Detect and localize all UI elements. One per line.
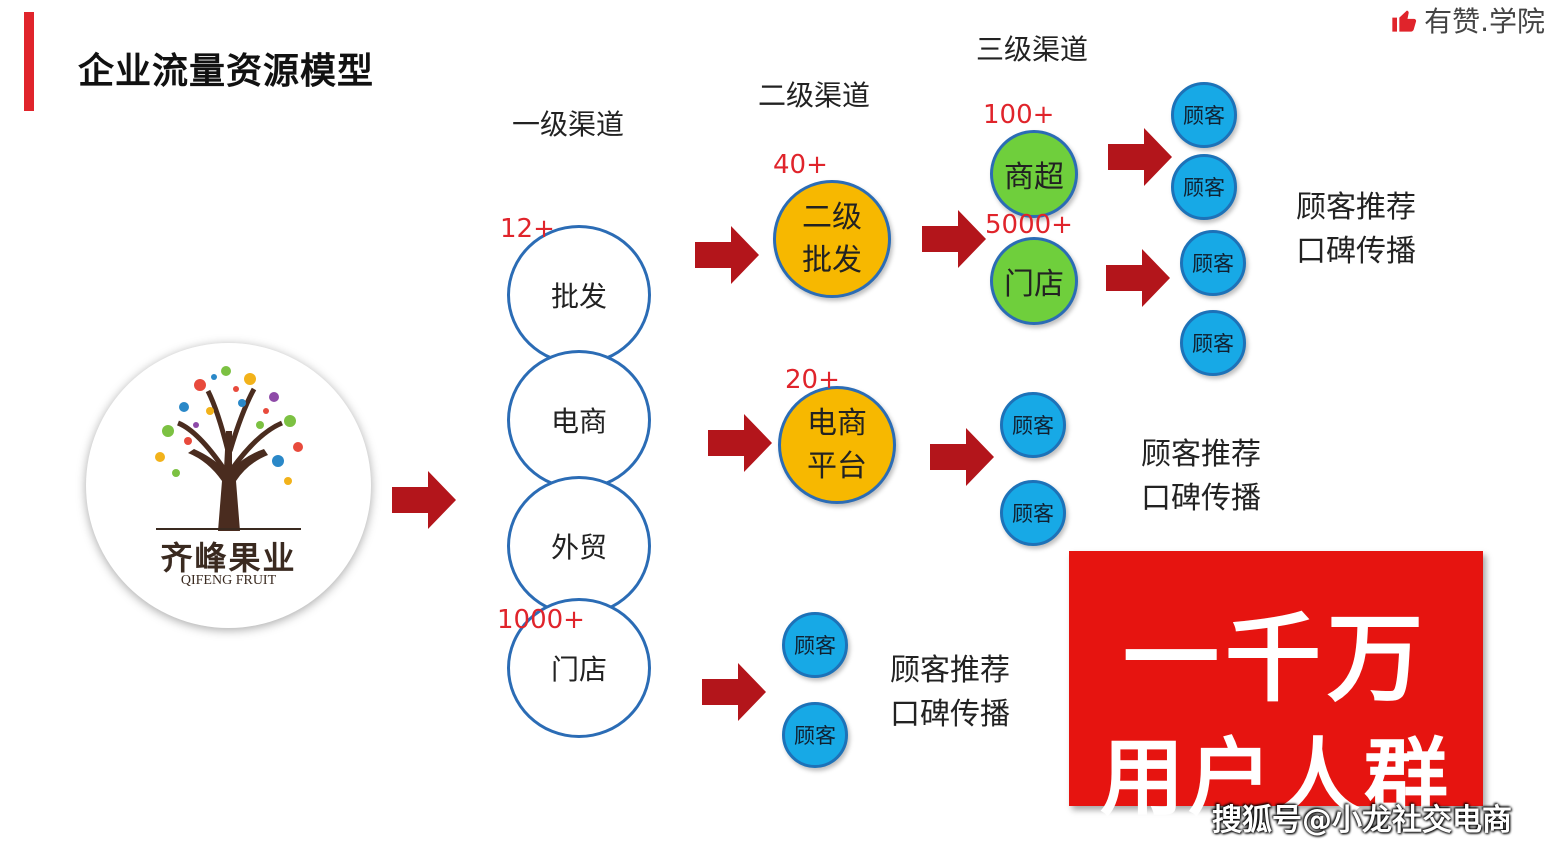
note-line1: 顾客推荐 xyxy=(890,653,1010,688)
count-ecommerce-platform: 20+ xyxy=(785,365,840,395)
count-supermarket: 100+ xyxy=(983,100,1055,130)
note-line2: 口碑传播 xyxy=(890,696,1010,732)
node-label-line2: 批发 xyxy=(802,243,862,278)
referral-note: 顾客推荐 口碑传播 xyxy=(890,649,1010,736)
note-line2: 口碑传播 xyxy=(1141,480,1261,516)
count-level3-store: 5000+ xyxy=(985,210,1073,240)
customer-label: 顾客 xyxy=(1192,332,1234,356)
customer-bubble: 顾客 xyxy=(1000,480,1066,546)
logo-divider xyxy=(156,528,301,530)
customer-label: 顾客 xyxy=(794,724,836,748)
logo-name-cn: 齐峰果业 xyxy=(160,539,297,577)
thumbs-up-icon xyxy=(1392,10,1417,32)
arrow-store-to-customers xyxy=(702,663,766,721)
customer-bubble: 顾客 xyxy=(1180,230,1246,296)
customer-bubble: 顾客 xyxy=(782,702,848,768)
page-title: 企业流量资源模型 xyxy=(78,51,375,92)
level1-label: 一级渠道 xyxy=(512,108,625,141)
arrow-supermarket-to-customers xyxy=(1108,128,1172,186)
node-label: 门店 xyxy=(1004,267,1064,302)
brand-name: 有赞.学院 xyxy=(1424,5,1545,38)
node-label: 电商 xyxy=(550,405,607,438)
note-line2: 口碑传播 xyxy=(1296,233,1416,269)
level2-node-ecommerce-platform: 电商平台 xyxy=(778,386,896,504)
source-watermark: 搜狐号@小龙社交电商 xyxy=(1212,803,1512,838)
level1-node-ecommerce: 电商 xyxy=(507,350,651,490)
customer-bubble: 顾客 xyxy=(782,612,848,678)
arrow-level3-store-to-customers xyxy=(1106,249,1170,307)
customer-label: 顾客 xyxy=(794,634,836,658)
note-line1: 顾客推荐 xyxy=(1141,437,1261,472)
title-accent-bar xyxy=(24,12,34,111)
arrow-wholesale-to-level2 xyxy=(695,226,759,284)
level2-node-secondary-wholesale: 二级批发 xyxy=(773,180,891,298)
node-label: 批发 xyxy=(550,280,607,313)
customer-bubble: 顾客 xyxy=(1180,310,1246,376)
level1-node-foreign-trade: 外贸 xyxy=(507,476,651,616)
highlight-line1: 一千万 xyxy=(1123,603,1429,715)
customer-bubble: 顾客 xyxy=(1171,82,1237,148)
customer-bubble: 顾客 xyxy=(1171,154,1237,220)
company-logo: 齐峰果业 QIFENG FRUIT xyxy=(86,343,371,628)
level3-label: 三级渠道 xyxy=(976,33,1089,66)
brand-logo: 有赞.学院 xyxy=(1390,0,1545,40)
note-line1: 顾客推荐 xyxy=(1296,190,1416,225)
node-label: 门店 xyxy=(550,653,607,686)
customer-label: 顾客 xyxy=(1012,502,1054,526)
customer-label: 顾客 xyxy=(1012,414,1054,438)
arrow-ecommerce-to-platform xyxy=(708,414,772,472)
customer-bubble: 顾客 xyxy=(1000,392,1066,458)
tree-logo-icon xyxy=(155,366,303,531)
customer-label: 顾客 xyxy=(1183,176,1225,200)
node-label-line1: 电商 xyxy=(807,405,867,441)
customer-label: 顾客 xyxy=(1192,252,1234,276)
highlight-box: 一千万 用户人群 xyxy=(1069,551,1483,827)
level1-node-store: 门店 xyxy=(507,598,651,738)
level3-node-supermarket: 商超 xyxy=(990,130,1078,218)
count-secondary-wholesale: 40+ xyxy=(773,150,828,180)
node-label: 商超 xyxy=(1004,160,1064,195)
node-label-line2: 平台 xyxy=(807,449,867,484)
node-label-line1: 二级 xyxy=(802,199,862,235)
arrow-level2-to-level3 xyxy=(922,210,986,268)
level2-label: 二级渠道 xyxy=(758,79,871,112)
count-store: 1000+ xyxy=(497,605,585,635)
count-wholesale: 12+ xyxy=(500,214,555,244)
level1-node-wholesale: 批发 xyxy=(507,225,651,365)
level3-node-store: 门店 xyxy=(990,237,1078,325)
arrow-logo-to-level1 xyxy=(392,471,456,529)
highlight-line2: 用户人群 xyxy=(1099,729,1452,827)
node-label: 外贸 xyxy=(550,531,607,564)
logo-name-en: QIFENG FRUIT xyxy=(180,573,277,588)
referral-note: 顾客推荐 口碑传播 xyxy=(1296,186,1416,273)
arrow-platform-to-customers xyxy=(930,428,994,486)
customer-label: 顾客 xyxy=(1183,104,1225,128)
referral-note: 顾客推荐 口碑传播 xyxy=(1141,433,1261,520)
